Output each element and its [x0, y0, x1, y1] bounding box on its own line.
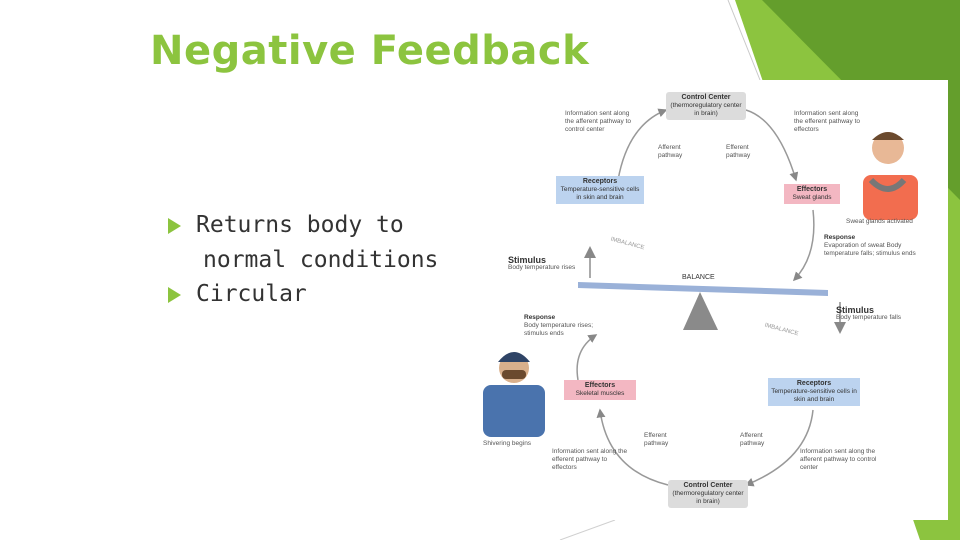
top-efferent-label: Efferent pathway	[726, 144, 751, 159]
sweating-person-illustration	[863, 132, 918, 220]
negative-feedback-diagram: Control Center(thermoregulatory center i…	[478, 80, 948, 520]
bottom-left-info: Information sent along the efferent path…	[552, 448, 628, 471]
bullet-continuation: normal conditions	[203, 247, 439, 273]
lower-response-arrow	[576, 334, 598, 381]
control-center-top: Control Center(thermoregulatory center i…	[666, 92, 746, 120]
bullet-text: Circular	[196, 281, 307, 307]
bottom-efferent-label: Efferent pathway	[644, 432, 669, 447]
shiver-label: Shivering begins	[483, 440, 532, 447]
bullet-arrow-icon	[168, 218, 181, 234]
diagram-graphics	[483, 108, 918, 487]
balance-label: BALANCE	[682, 274, 715, 281]
top-afferent-label: Afferent pathway	[658, 144, 683, 159]
bottom-right-info: Information sent along the afferent path…	[800, 448, 877, 471]
top-left-info: Information sent along the afferent path…	[565, 110, 632, 133]
bullet-text: Returns body to	[196, 212, 404, 238]
seesaw-fulcrum	[683, 292, 718, 330]
bullet-arrow-icon	[168, 287, 181, 303]
sweat-label: Sweat glands activated	[846, 218, 913, 225]
control-center-bottom: Control Center(thermoregulatory center i…	[668, 480, 748, 508]
seesaw-plank	[578, 282, 828, 296]
bullet-list: Returns body to normal conditions Circul…	[168, 204, 438, 316]
top-right-info: Information sent along the efferent path…	[794, 110, 861, 133]
bullet-item-returns: Returns body to	[168, 204, 438, 247]
lower-afferent-arrow	[744, 409, 814, 487]
bullet-item-circular: Circular	[168, 273, 438, 316]
slide-title: Negative Feedback	[150, 28, 590, 74]
shivering-person-illustration	[483, 352, 545, 437]
upper-efferent-arrow	[745, 109, 799, 182]
lower-efferent-arrow	[596, 408, 669, 486]
bottom-afferent-label: Afferent pathway	[740, 432, 765, 447]
upper-response-arrow	[792, 209, 815, 282]
upper-afferent-arrow	[617, 108, 668, 181]
